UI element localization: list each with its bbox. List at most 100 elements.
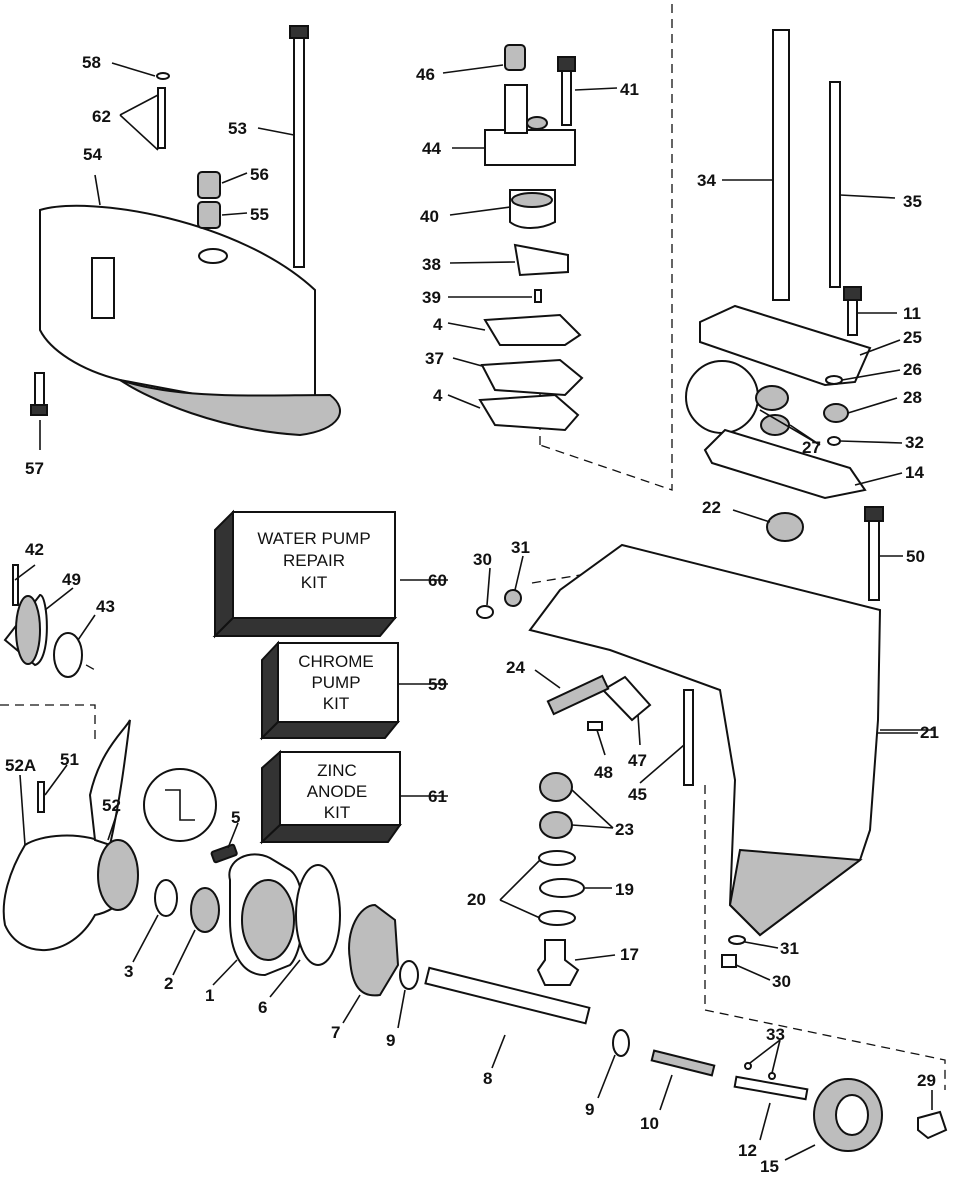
label-31-lower: 31 <box>780 939 799 958</box>
cotter-pin-42 <box>12 564 19 606</box>
retainer-58 <box>156 72 170 80</box>
stud-50 <box>868 519 880 601</box>
dashed-outlines <box>0 4 946 1090</box>
kit-chrome-pump: CHROME PUMP KIT <box>259 640 401 741</box>
label-29: 29 <box>917 1071 936 1090</box>
label-7: 7 <box>331 1023 340 1042</box>
pinion-17 <box>536 939 580 986</box>
bushing-55 <box>197 201 221 229</box>
label-28: 28 <box>903 388 922 407</box>
label-32: 32 <box>905 433 924 452</box>
label-46: 46 <box>416 65 435 84</box>
gasket-4-upper <box>483 313 582 346</box>
washer-31-top <box>504 589 522 607</box>
label-56: 56 <box>250 165 269 184</box>
label-30-top: 30 <box>473 550 492 569</box>
label-39: 39 <box>422 288 441 307</box>
label-52a: 52A <box>5 756 36 775</box>
clutch-dog-29 <box>917 1110 948 1140</box>
o-ring-26 <box>825 375 843 385</box>
kit-zinc-line2: ANODE <box>307 782 367 801</box>
kit-water-pump: WATER PUMP REPAIR KIT <box>212 509 398 639</box>
label-27: 27 <box>802 438 821 457</box>
kit-zinc-line3: KIT <box>324 803 350 822</box>
label-1: 1 <box>205 986 214 1005</box>
kit-zinc-line1: ZINC <box>317 761 357 780</box>
label-38: 38 <box>422 255 441 274</box>
label-6: 6 <box>258 998 267 1017</box>
pinion-group <box>536 772 585 986</box>
label-8: 8 <box>483 1069 492 1088</box>
label-31-top: 31 <box>511 538 530 557</box>
pin-33 <box>744 1062 752 1070</box>
label-3: 3 <box>124 962 133 981</box>
label-42: 42 <box>25 540 44 559</box>
label-4-upper: 4 <box>433 315 443 334</box>
washer-20b <box>538 910 576 926</box>
label-22: 22 <box>702 498 721 517</box>
spacer-43 <box>53 632 83 678</box>
label-49: 49 <box>62 570 81 589</box>
bearing-23b <box>539 811 573 839</box>
circle-detail-27 <box>685 360 759 434</box>
label-58: 58 <box>82 53 101 72</box>
label-26: 26 <box>903 360 922 379</box>
label-43: 43 <box>96 597 115 616</box>
kit-chrome-line2: PUMP <box>311 673 360 692</box>
label-37: 37 <box>425 349 444 368</box>
gasket-4-lower <box>478 393 580 432</box>
label-62: 62 <box>92 107 111 126</box>
label-19: 19 <box>615 880 634 899</box>
kit-water-pump-line1: WATER PUMP <box>257 529 370 548</box>
kit-chrome-line3: KIT <box>323 694 349 713</box>
label-20: 20 <box>467 890 486 909</box>
label-30-lower: 30 <box>772 972 791 991</box>
impeller-cup-38 <box>513 243 569 277</box>
thrust-washer-3 <box>154 879 178 917</box>
label-40: 40 <box>420 207 439 226</box>
leader-lines <box>14 62 935 1161</box>
label-11: 11 <box>903 304 921 323</box>
label-9-left: 9 <box>386 1031 395 1050</box>
label-59: 59 <box>428 675 447 694</box>
exhaust-housing-group <box>30 25 341 450</box>
driveshaft-34 <box>772 29 790 301</box>
driveshaft-group <box>685 29 872 542</box>
washer-20a <box>538 850 576 866</box>
stud-53 <box>293 31 305 268</box>
gasket-14 <box>703 428 867 500</box>
label-45: 45 <box>628 785 647 804</box>
label-10: 10 <box>640 1114 659 1133</box>
washer-31-lower <box>728 935 746 945</box>
thrust-washer-9b <box>612 1029 630 1057</box>
label-33: 33 <box>766 1025 785 1044</box>
pin-51 <box>37 781 45 813</box>
thrust-washer-9a <box>399 960 419 990</box>
label-12: 12 <box>738 1141 757 1160</box>
label-9-right: 9 <box>585 1100 594 1119</box>
part-number-labels: 58 62 53 54 56 55 57 46 41 44 40 38 39 4… <box>5 53 939 1176</box>
seal-28 <box>823 403 849 423</box>
bearing-23a <box>539 772 573 802</box>
label-24: 24 <box>506 658 525 677</box>
label-35: 35 <box>903 192 922 211</box>
label-44: 44 <box>422 139 441 158</box>
label-2: 2 <box>164 974 173 993</box>
water-pump-group <box>478 44 584 432</box>
label-57: 57 <box>25 459 44 478</box>
label-21: 21 <box>920 723 939 742</box>
plate-25 <box>699 304 872 387</box>
label-52: 52 <box>102 796 121 815</box>
label-23: 23 <box>615 820 634 839</box>
washer-32 <box>827 436 841 446</box>
label-61: 61 <box>428 787 447 806</box>
gearcase-group <box>476 506 884 968</box>
label-54: 54 <box>83 145 102 164</box>
pump-housing-44 <box>484 129 576 166</box>
key-39 <box>534 289 542 303</box>
label-25: 25 <box>903 328 922 347</box>
shift-rod-35 <box>829 81 841 288</box>
exhaust-housing <box>39 204 316 406</box>
label-14: 14 <box>905 463 924 482</box>
